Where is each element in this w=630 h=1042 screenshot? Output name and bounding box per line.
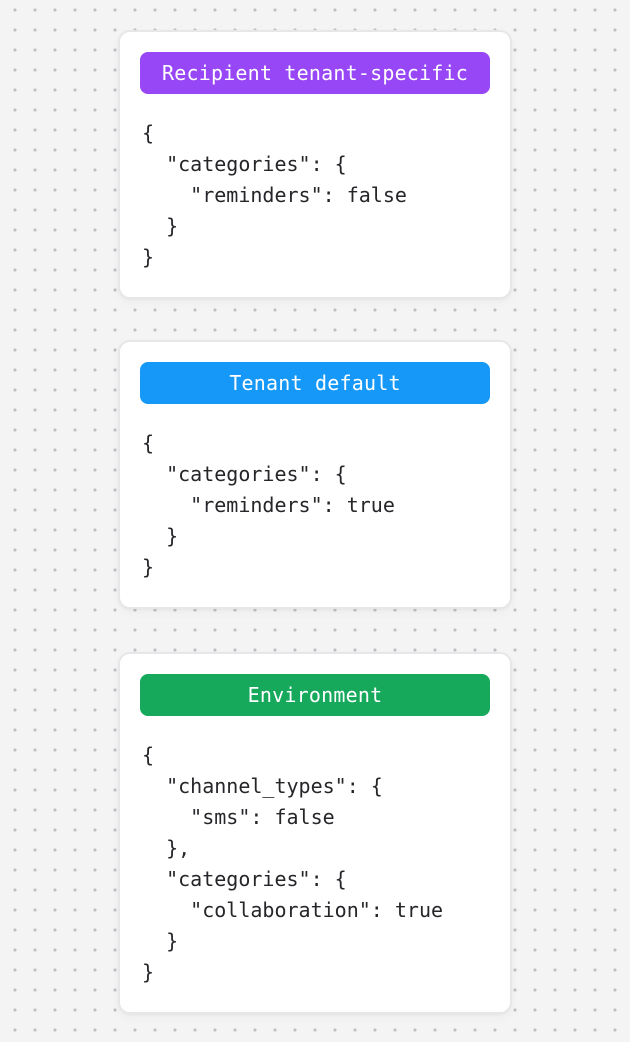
card-environment: Environment { "channel_types": { "sms": … <box>118 652 512 1014</box>
json-code-environment: { "channel_types": { "sms": false }, "ca… <box>142 743 444 984</box>
json-code-recipient-tenant-specific: { "categories": { "reminders": false } } <box>142 121 407 269</box>
badge-tenant-default: Tenant default <box>140 362 490 404</box>
card-recipient-tenant-specific: Recipient tenant-specific { "categories"… <box>118 30 512 299</box>
badge-environment: Environment <box>140 674 490 716</box>
badge-recipient-tenant-specific: Recipient tenant-specific <box>140 52 490 94</box>
json-code-tenant-default: { "categories": { "reminders": true } } <box>142 431 395 579</box>
card-tenant-default: Tenant default { "categories": { "remind… <box>118 340 512 609</box>
